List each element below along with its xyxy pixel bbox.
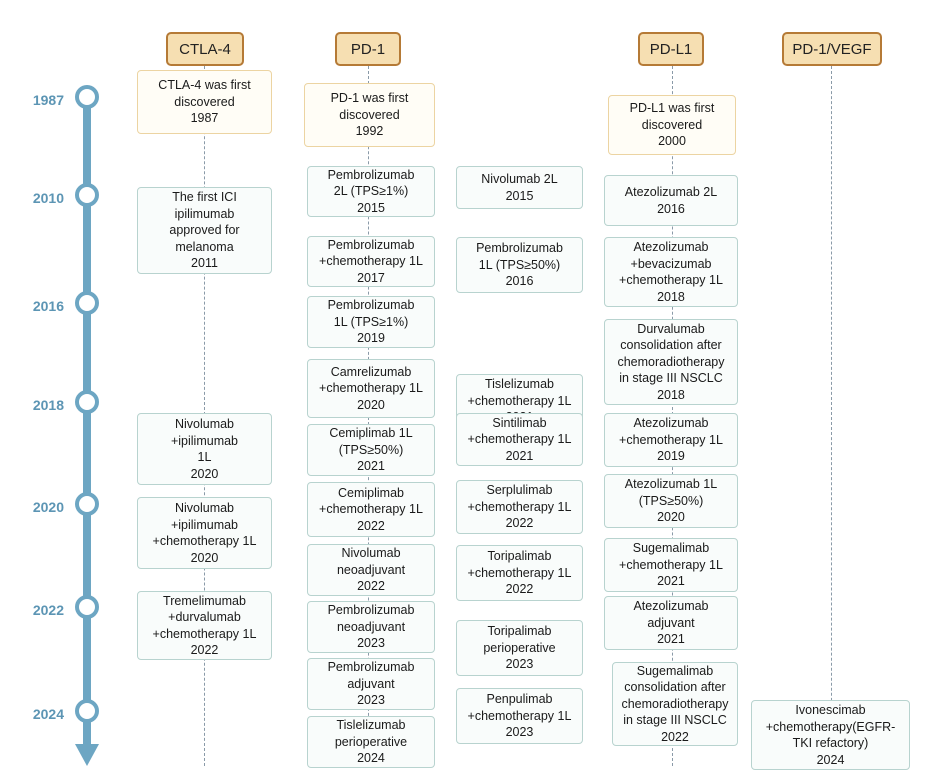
approval-card: The first ICI ipilimumab approved for me… xyxy=(137,187,272,274)
approval-card: Camrelizumab +chemotherapy 1L 2020 xyxy=(307,359,435,418)
approval-card: Cemiplimab +chemotherapy 1L 2022 xyxy=(307,482,435,537)
approval-card: Tislelizumab perioperative 2024 xyxy=(307,716,435,768)
timeline-marker-2018 xyxy=(75,390,99,414)
timeline-marker-2022 xyxy=(75,595,99,619)
year-label: 1987 xyxy=(32,92,64,108)
approval-card: Toripalimab +chemotherapy 1L 2022 xyxy=(456,545,583,601)
year-label: 2010 xyxy=(32,190,64,206)
discovery-card-pdl1: PD-L1 was first discovered 2000 xyxy=(608,95,736,155)
year-label: 2016 xyxy=(32,298,64,314)
year-label: 2020 xyxy=(32,499,64,515)
column-header-pd1vegf: PD-1/VEGF xyxy=(782,32,882,66)
approval-card: Pembrolizumab +chemotherapy 1L 2017 xyxy=(307,236,435,287)
timeline-axis xyxy=(83,95,91,750)
approval-card: Pembrolizumab 1L (TPS≥1%) 2019 xyxy=(307,296,435,348)
guide-line-pd1vegf xyxy=(831,66,832,766)
approval-card: Pembrolizumab neoadjuvant 2023 xyxy=(307,601,435,653)
approval-card: Sugemalimab +chemotherapy 1L 2021 xyxy=(604,538,738,592)
approval-card: Serplulimab +chemotherapy 1L 2022 xyxy=(456,480,583,534)
approval-card: Penpulimab +chemotherapy 1L 2023 xyxy=(456,688,583,744)
year-label: 2024 xyxy=(32,706,64,722)
approval-card: Ivonescimab +chemotherapy(EGFR- TKI refa… xyxy=(751,700,910,770)
timeline-arrow-icon xyxy=(75,744,99,766)
year-label: 2022 xyxy=(32,602,64,618)
approval-card: Durvalumab consolidation after chemoradi… xyxy=(604,319,738,405)
approval-card: Pembrolizumab adjuvant 2023 xyxy=(307,658,435,710)
approval-card: Atezolizumab 2L 2016 xyxy=(604,175,738,226)
timeline-marker-2024 xyxy=(75,699,99,723)
approval-card: Nivolumab +ipilimumab +chemotherapy 1L 2… xyxy=(137,497,272,569)
approval-card: Atezolizumab 1L (TPS≥50%) 2020 xyxy=(604,474,738,528)
approval-card: Pembrolizumab 1L (TPS≥50%) 2016 xyxy=(456,237,583,293)
approval-card: Nivolumab neoadjuvant 2022 xyxy=(307,544,435,596)
approval-card: Nivolumab 2L 2015 xyxy=(456,166,583,209)
approval-card: Atezolizumab +chemotherapy 1L 2019 xyxy=(604,413,738,467)
approval-card: Cemiplimab 1L (TPS≥50%) 2021 xyxy=(307,424,435,476)
approval-card: Nivolumab +ipilimumab 1L 2020 xyxy=(137,413,272,485)
timeline-marker-1987 xyxy=(75,85,99,109)
column-header-pd1: PD-1 xyxy=(335,32,401,66)
approval-card: Tremelimumab +durvalumab +chemotherapy 1… xyxy=(137,591,272,660)
column-header-ctla4: CTLA-4 xyxy=(166,32,244,66)
timeline-marker-2020 xyxy=(75,492,99,516)
approval-card: Sugemalimab consolidation after chemorad… xyxy=(612,662,738,746)
column-header-pdl1: PD-L1 xyxy=(638,32,704,66)
approval-card: Pembrolizumab 2L (TPS≥1%) 2015 xyxy=(307,166,435,217)
approval-card: Atezolizumab adjuvant 2021 xyxy=(604,596,738,650)
timeline-marker-2010 xyxy=(75,183,99,207)
approval-card: Atezolizumab +bevacizumab +chemotherapy … xyxy=(604,237,738,307)
discovery-card-ctla4: CTLA-4 was first discovered 1987 xyxy=(137,70,272,134)
approval-card: Sintilimab +chemotherapy 1L 2021 xyxy=(456,413,583,466)
year-label: 2018 xyxy=(32,397,64,413)
timeline-marker-2016 xyxy=(75,291,99,315)
discovery-card-pd1: PD-1 was first discovered 1992 xyxy=(304,83,435,147)
approval-card: Toripalimab perioperative 2023 xyxy=(456,620,583,676)
